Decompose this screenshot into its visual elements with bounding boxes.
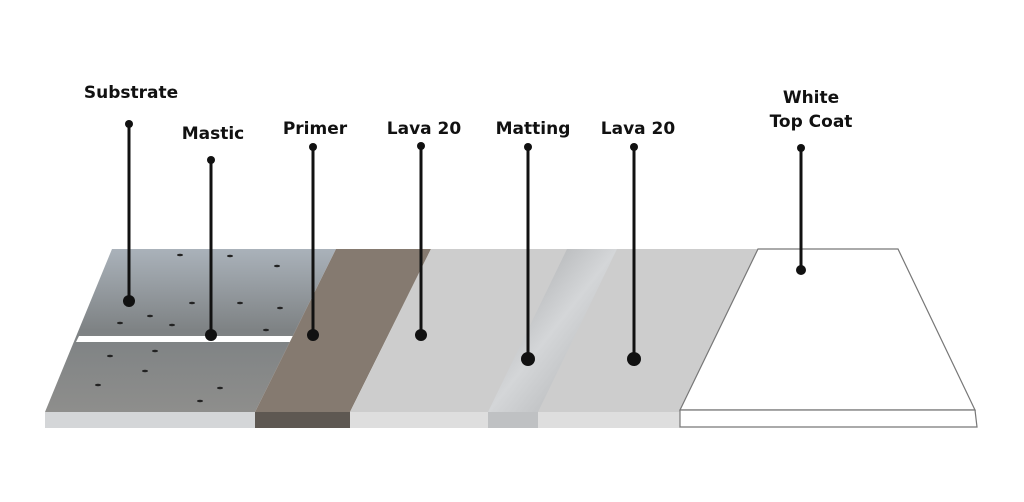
label-mastic: Mastic bbox=[182, 124, 245, 144]
matting-layer bbox=[488, 249, 617, 428]
mastic-layer bbox=[76, 336, 293, 342]
leader-primer bbox=[307, 143, 319, 341]
leader-matting bbox=[521, 143, 535, 366]
substrate-layer bbox=[45, 249, 336, 428]
leader-mastic bbox=[205, 156, 217, 341]
primer-layer bbox=[255, 249, 431, 428]
leader-lava-20-second bbox=[627, 143, 641, 366]
leader-white-top-coat bbox=[796, 144, 806, 275]
label-substrate: Substrate bbox=[84, 83, 178, 103]
label-lava-20-first: Lava 20 bbox=[387, 119, 462, 139]
white-top-coat-layer bbox=[679, 248, 978, 428]
label-primer: Primer bbox=[283, 119, 348, 139]
leader-substrate bbox=[123, 120, 135, 307]
label-white-top-coat-line1: White bbox=[783, 88, 839, 108]
leader-lava-20-first bbox=[415, 142, 427, 341]
substrate-texture-dots bbox=[95, 253, 283, 403]
label-white-top-coat-line2: Top Coat bbox=[770, 112, 853, 132]
label-lava-20-second: Lava 20 bbox=[601, 119, 676, 139]
label-matting: Matting bbox=[496, 119, 571, 139]
